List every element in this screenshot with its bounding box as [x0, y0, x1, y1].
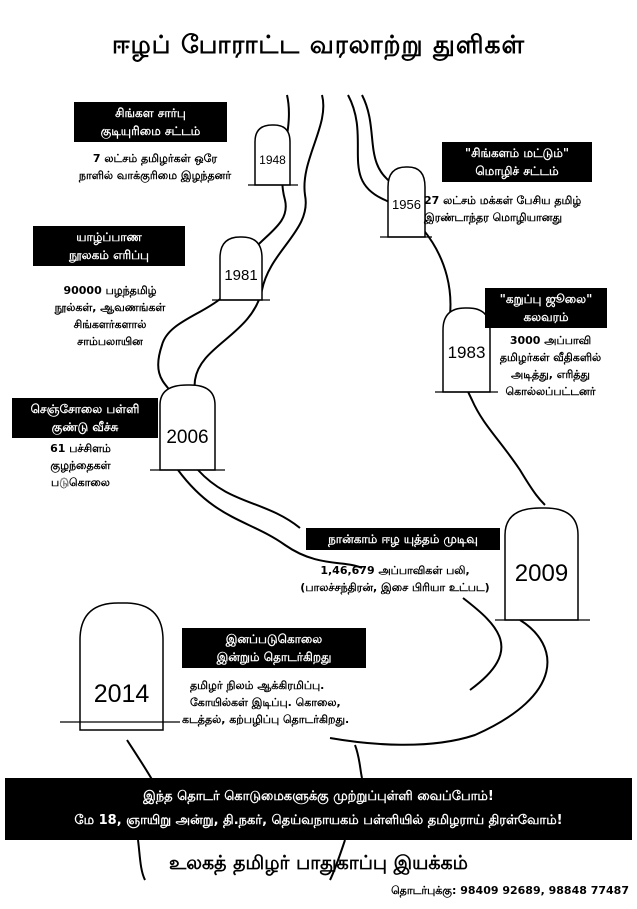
desc-1983-line-1: 3000 அப்பாவி: [509, 334, 592, 347]
heading-1948: சிங்கள சார்பு குடியுரிமை சட்டம்: [74, 102, 227, 142]
year-2014: 2014: [93, 680, 150, 708]
heading-2009: நான்காம் ஈழ யுத்தம் முடிவு: [306, 528, 500, 550]
milestone-1956: [387, 166, 426, 238]
banner-line-1: இந்த தொடர் கொடுமைகளுக்கு முற்றுப்புள்ளி …: [143, 789, 494, 804]
desc-1981-line-4: சாம்பலாயின: [77, 335, 143, 348]
desc-1983-line-4: கொல்லப்பட்டனர்: [505, 385, 596, 398]
desc-2006-line-2: குழந்தைகள்: [50, 459, 111, 472]
heading-1983-line-1: "கறுப்பு ஜூலை": [499, 292, 593, 306]
desc-1981: 90000 பழந்தமிழ் நூல்கள், ஆவணங்கள் சிங்கள…: [30, 282, 190, 350]
heading-1981-line-1: யாழ்ப்பாண: [76, 230, 142, 244]
desc-1981-line-3: சிங்களர்களால்: [73, 318, 147, 331]
desc-2014: தமிழர் நிலம் ஆக்கிரமிப்பு. கோயில்கள் இடி…: [182, 677, 402, 728]
desc-1981-line-2: நூல்கள், ஆவணங்கள்: [54, 301, 166, 314]
desc-1948-line-1: 7 லட்சம் தமிழர்கள் ஒரே: [92, 152, 218, 165]
year-1948: 1948: [259, 153, 286, 167]
desc-1983-line-2: தமிழர்கள் வீதிகளில்: [499, 351, 602, 364]
heading-2014-line-1: இனப்படுகொலை: [225, 632, 323, 646]
desc-1956: 27 லட்சம் மக்கள் பேசிய தமிழ் இரண்டாந்தர …: [424, 192, 629, 226]
year-1983: 1983: [447, 343, 486, 362]
heading-2014-line-2: இன்றும் தொடர்கிறது: [216, 650, 332, 664]
milestone-1981: [219, 236, 263, 301]
heading-2009-line-1: நான்காம் ஈழ யுத்தம் முடிவு: [328, 532, 478, 546]
heading-1956-line-2: மொழிச் சட்டம்: [475, 164, 559, 178]
desc-1956-line-1: 27 லட்சம் மக்கள் பேசிய தமிழ்: [424, 194, 582, 207]
desc-1983: 3000 அப்பாவி தமிழர்கள் வீதிகளில் அடித்து…: [483, 332, 618, 400]
heading-2006-line-1: செஞ்சோலை பள்ளி: [30, 402, 140, 416]
heading-1983: "கறுப்பு ஜூலை" கலவரம்: [485, 288, 607, 328]
desc-2009: 1,46,679 அப்பாவிகள் பலி, (பாலச்சந்திரன்,…: [280, 562, 510, 596]
heading-1956: "சிங்களம் மட்டும்" மொழிச் சட்டம்: [442, 142, 592, 182]
desc-2009-line-2: (பாலச்சந்திரன், இசை பிரியா உட்பட): [300, 581, 490, 594]
milestone-2014: [79, 602, 164, 731]
desc-2009-line-1: 1,46,679 அப்பாவிகள் பலி,: [320, 564, 470, 577]
desc-1948-line-2: நாளில் வாக்குரிமை இழந்தனர்: [78, 169, 232, 182]
desc-2014-line-3: கடத்தல், கற்பழிப்பு தொடர்கிறது.: [182, 713, 350, 726]
poster-title: ஈழப் போராட்ட வரலாற்று துளிகள்: [111, 30, 526, 59]
heading-2006-line-2: குண்டு வீச்சு: [51, 420, 119, 434]
year-1981: 1981: [224, 267, 258, 284]
heading-1948-line-2: குடியுரிமை சட்டம்: [100, 124, 201, 138]
desc-2006-line-1: 61 பச்சிளம்: [50, 442, 111, 455]
heading-1948-line-1: சிங்கள சார்பு: [115, 106, 186, 120]
heading-2006: செஞ்சோலை பள்ளி குண்டு வீச்சு: [12, 398, 158, 438]
desc-1981-line-1: 90000 பழந்தமிழ்: [63, 284, 157, 297]
desc-2006-line-3: படுகொலை: [51, 476, 110, 489]
desc-2014-line-2: கோயில்கள் இடிப்பு. கொலை,: [190, 696, 341, 709]
year-1956: 1956: [392, 197, 421, 212]
contact-info: தொடர்புக்கு: 98409 92689, 98848 77487: [391, 884, 629, 897]
milestone-1948: [254, 124, 291, 186]
desc-2014-line-1: தமிழர் நிலம் ஆக்கிரமிப்பு.: [190, 679, 325, 692]
milestone-2006: [159, 384, 216, 471]
organization-name: உலகத் தமிழர் பாதுகாப்பு இயக்கம்: [169, 852, 468, 874]
desc-1983-line-3: அடித்து, எரித்து: [511, 368, 590, 381]
heading-1983-line-2: கலவரம்: [523, 310, 569, 324]
desc-2006: 61 பச்சிளம் குழந்தைகள் படுகொலை: [18, 440, 143, 491]
year-2009: 2009: [514, 560, 569, 587]
heading-1981-line-2: நூலகம் எரிப்பு: [69, 248, 149, 262]
year-2006: 2006: [166, 427, 209, 448]
heading-2014: இனப்படுகொலை இன்றும் தொடர்கிறது: [182, 628, 366, 668]
heading-1981: யாழ்ப்பாண நூலகம் எரிப்பு: [33, 226, 185, 266]
banner-line-2: மே 18, ஞாயிறு அன்று, தி.நகர், தெய்வநாயகம…: [74, 813, 563, 828]
call-to-action-banner: இந்த தொடர் கொடுமைகளுக்கு முற்றுப்புள்ளி …: [5, 778, 632, 840]
milestone-2009: [504, 507, 579, 621]
desc-1956-line-2: இரண்டாந்தர மொழியானது: [424, 211, 562, 224]
desc-1948: 7 லட்சம் தமிழர்கள் ஒரே நாளில் வாக்குரிமை…: [55, 150, 255, 184]
heading-1956-line-1: "சிங்களம் மட்டும்": [464, 146, 570, 160]
